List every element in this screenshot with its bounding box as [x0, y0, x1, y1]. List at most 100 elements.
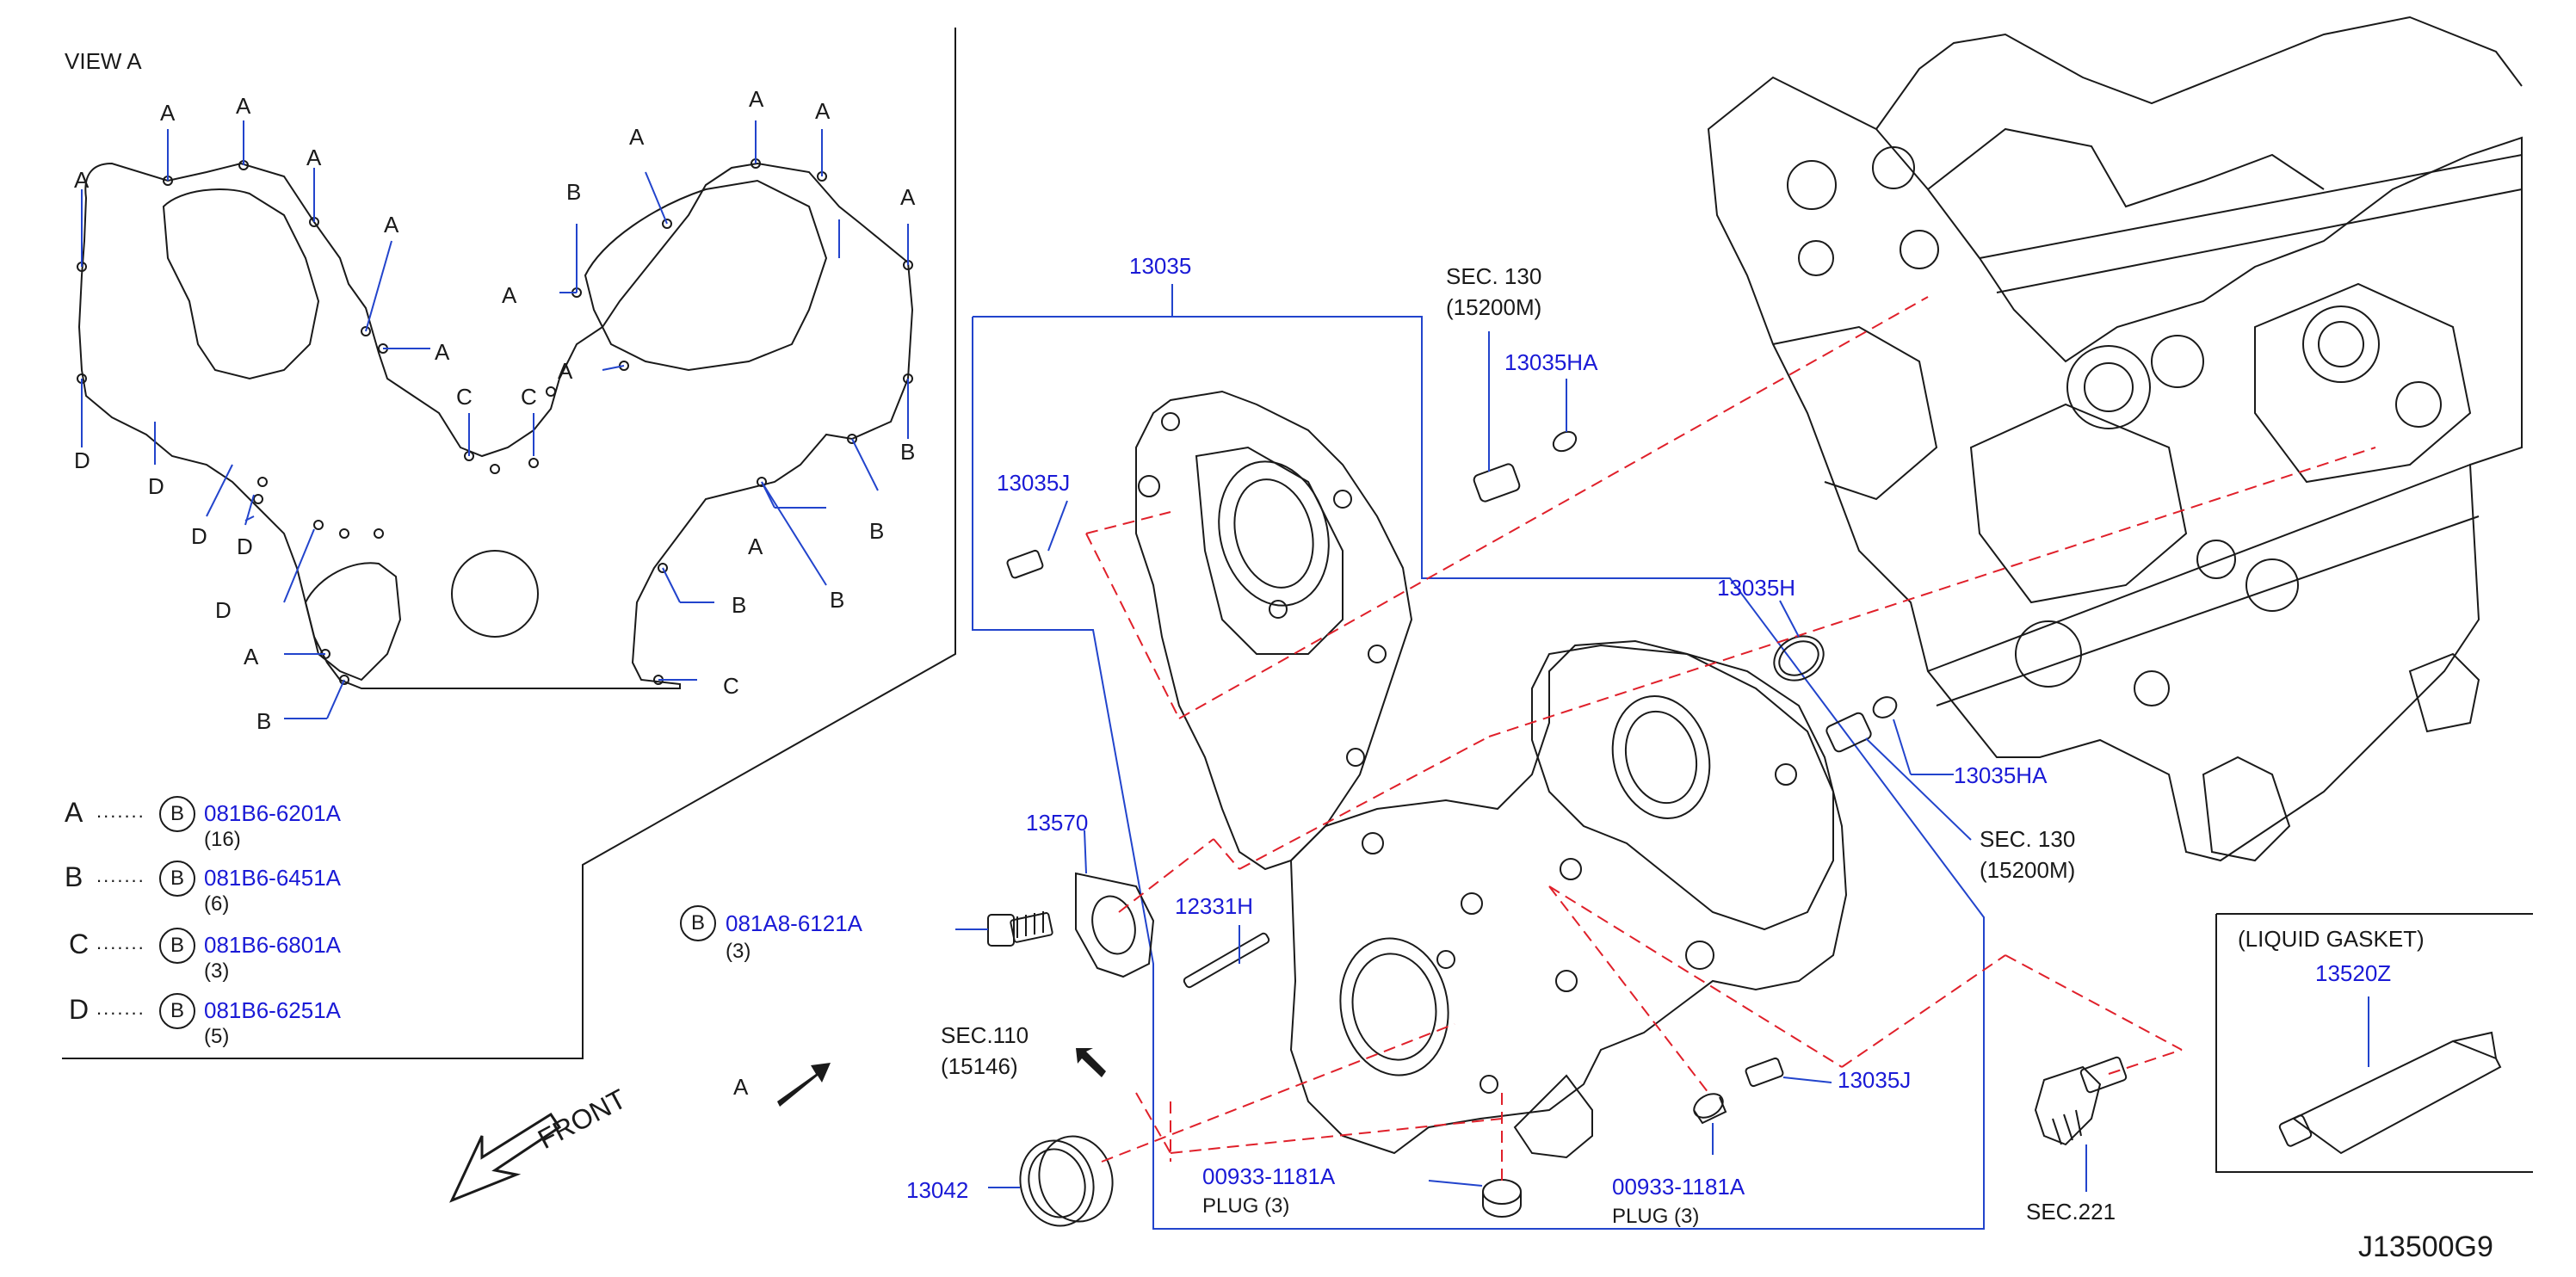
- part-13035HA-mid[interactable]: 13035HA: [1954, 762, 2048, 788]
- direction-arrow-icon: [777, 1063, 831, 1107]
- legend-dots: .......: [96, 997, 145, 1019]
- bolt-label-c: C: [456, 384, 473, 410]
- callout-leaders: [955, 331, 2369, 1192]
- plug-part-number-2[interactable]: 00933-1181A: [1612, 1174, 1745, 1200]
- bolt-label-d: D: [215, 597, 232, 623]
- bolt-label-b: B: [256, 708, 272, 734]
- engine-block-drawing: [1707, 15, 2523, 862]
- legend-quantity: (5): [204, 1025, 230, 1048]
- view-a-title: VIEW A: [65, 48, 142, 74]
- bolt-circle-b: B: [680, 905, 716, 941]
- legend-part-number[interactable]: 081B6-6451A: [204, 865, 342, 891]
- sec130-mid-ref[interactable]: SEC. 130: [1980, 826, 2076, 852]
- sec110-ref[interactable]: SEC.110: [941, 1022, 1029, 1048]
- sealant-tube-icon: [2278, 1031, 2502, 1155]
- o-ring-icon: [1872, 696, 1898, 719]
- legend-part-number[interactable]: 081B6-6801A: [204, 932, 342, 958]
- legend-letter: D: [69, 994, 90, 1025]
- dowel-pin-icon: [1745, 1057, 1784, 1088]
- plug-icon: [1693, 1093, 1727, 1125]
- part-13570[interactable]: 13570: [1026, 810, 1089, 836]
- legend-circle-b: B: [159, 796, 195, 832]
- legend-part-number[interactable]: 081B6-6201A: [204, 800, 342, 826]
- sec130-top-code: (15200M): [1446, 294, 1542, 320]
- sec130-top-ref[interactable]: SEC. 130: [1446, 263, 1542, 289]
- legend-letter: B: [65, 861, 83, 892]
- bolt-label-a: A: [815, 98, 831, 124]
- bolt-label-b: B: [869, 518, 885, 544]
- part-13042[interactable]: 13042: [906, 1177, 969, 1203]
- alignment-centerlines: [1085, 296, 2376, 1188]
- bolt-label-a: A: [244, 644, 259, 669]
- front-arrow-icon: [449, 1112, 562, 1203]
- bolt-label-a: A: [629, 124, 645, 150]
- part-13520Z[interactable]: 13520Z: [2315, 960, 2392, 986]
- legend-quantity: (6): [204, 892, 230, 916]
- bolt-label-a: A: [306, 145, 322, 170]
- part-13035J-top[interactable]: 13035J: [997, 470, 1071, 496]
- dowel-pin-icon: [1473, 463, 1521, 503]
- dowel-pin-icon: [1825, 712, 1872, 753]
- view-a-outline: [77, 158, 914, 689]
- frames: [62, 28, 2533, 1173]
- liquid-gasket-title: (LIQUID GASKET): [2238, 926, 2425, 952]
- bolt-label-a: A: [74, 167, 90, 193]
- legend-circle-b: B: [159, 928, 195, 964]
- plug-icon: [1482, 1179, 1522, 1218]
- dowel-pin-icon: [1006, 549, 1044, 579]
- bolt-label-d: D: [191, 523, 207, 549]
- part-13035[interactable]: 13035: [1129, 253, 1192, 279]
- bolt-label-b: B: [900, 439, 916, 465]
- bolt-icon: [987, 911, 1053, 947]
- bolt-label-a: A: [384, 212, 399, 238]
- sec130-mid-code: (15200M): [1980, 857, 2076, 883]
- legend-quantity: (16): [204, 828, 241, 851]
- legend-circle-b: B: [159, 861, 195, 897]
- legend-dots: .......: [96, 865, 145, 886]
- legend-quantity: (3): [204, 959, 230, 983]
- o-ring-icon: [1552, 430, 1578, 453]
- bolt-label-d: D: [74, 447, 90, 473]
- legend-dots: .......: [96, 932, 145, 953]
- direction-arrow-icon: [1076, 1048, 1106, 1077]
- plug-part-number-1[interactable]: 00933-1181A: [1202, 1163, 1336, 1189]
- view-a-leaders: [81, 120, 909, 719]
- bolt-label-d: D: [148, 473, 164, 499]
- bolt-quantity: (3): [726, 940, 751, 963]
- dowel-pin-icon: [1183, 932, 1270, 989]
- bolt-label-c: C: [521, 384, 537, 410]
- part-13035H[interactable]: 13035H: [1717, 575, 1796, 601]
- bolt-label-a: A: [749, 86, 764, 112]
- legend-letter: C: [69, 928, 90, 959]
- plug-label-1: PLUG (3): [1202, 1194, 1290, 1218]
- legend-circle-b: B: [159, 993, 195, 1029]
- part-13035J-bottom[interactable]: 13035J: [1838, 1067, 1912, 1093]
- view-a-frame: [62, 28, 956, 1059]
- bolt-label-b: B: [830, 587, 845, 613]
- bolt-label-a: A: [748, 534, 763, 559]
- bolt-label-a: A: [236, 93, 251, 119]
- view-a-arrow-label: A: [733, 1074, 749, 1100]
- part-12331H[interactable]: 12331H: [1175, 893, 1254, 919]
- bolt-label-b: B: [566, 179, 582, 205]
- sec110-code: (15146): [941, 1053, 1018, 1079]
- legend-dots: .......: [96, 800, 145, 822]
- bolt-label-a: A: [502, 282, 517, 308]
- legend-part-number[interactable]: 081B6-6251A: [204, 997, 342, 1023]
- small-parts: [987, 430, 2502, 1227]
- front-cover-drawing: [1135, 390, 1848, 1159]
- sensor-icon: [2034, 1056, 2128, 1146]
- liquid-gasket-box: [2215, 914, 2533, 1173]
- sec221-ref[interactable]: SEC.221: [2026, 1199, 2116, 1225]
- bolt-part-number[interactable]: 081A8-6121A: [726, 910, 863, 936]
- group-outline-13035: [972, 316, 1985, 1230]
- plug-label-2: PLUG (3): [1612, 1205, 1700, 1228]
- part-13035HA-top[interactable]: 13035HA: [1504, 349, 1598, 375]
- bolt-label-a: A: [558, 358, 573, 384]
- bolt-label-c: C: [723, 673, 739, 699]
- drawing-id: J13500G9: [2358, 1231, 2493, 1263]
- oil-seal-icon: [1019, 1135, 1114, 1227]
- bolt-label-b: B: [732, 592, 747, 618]
